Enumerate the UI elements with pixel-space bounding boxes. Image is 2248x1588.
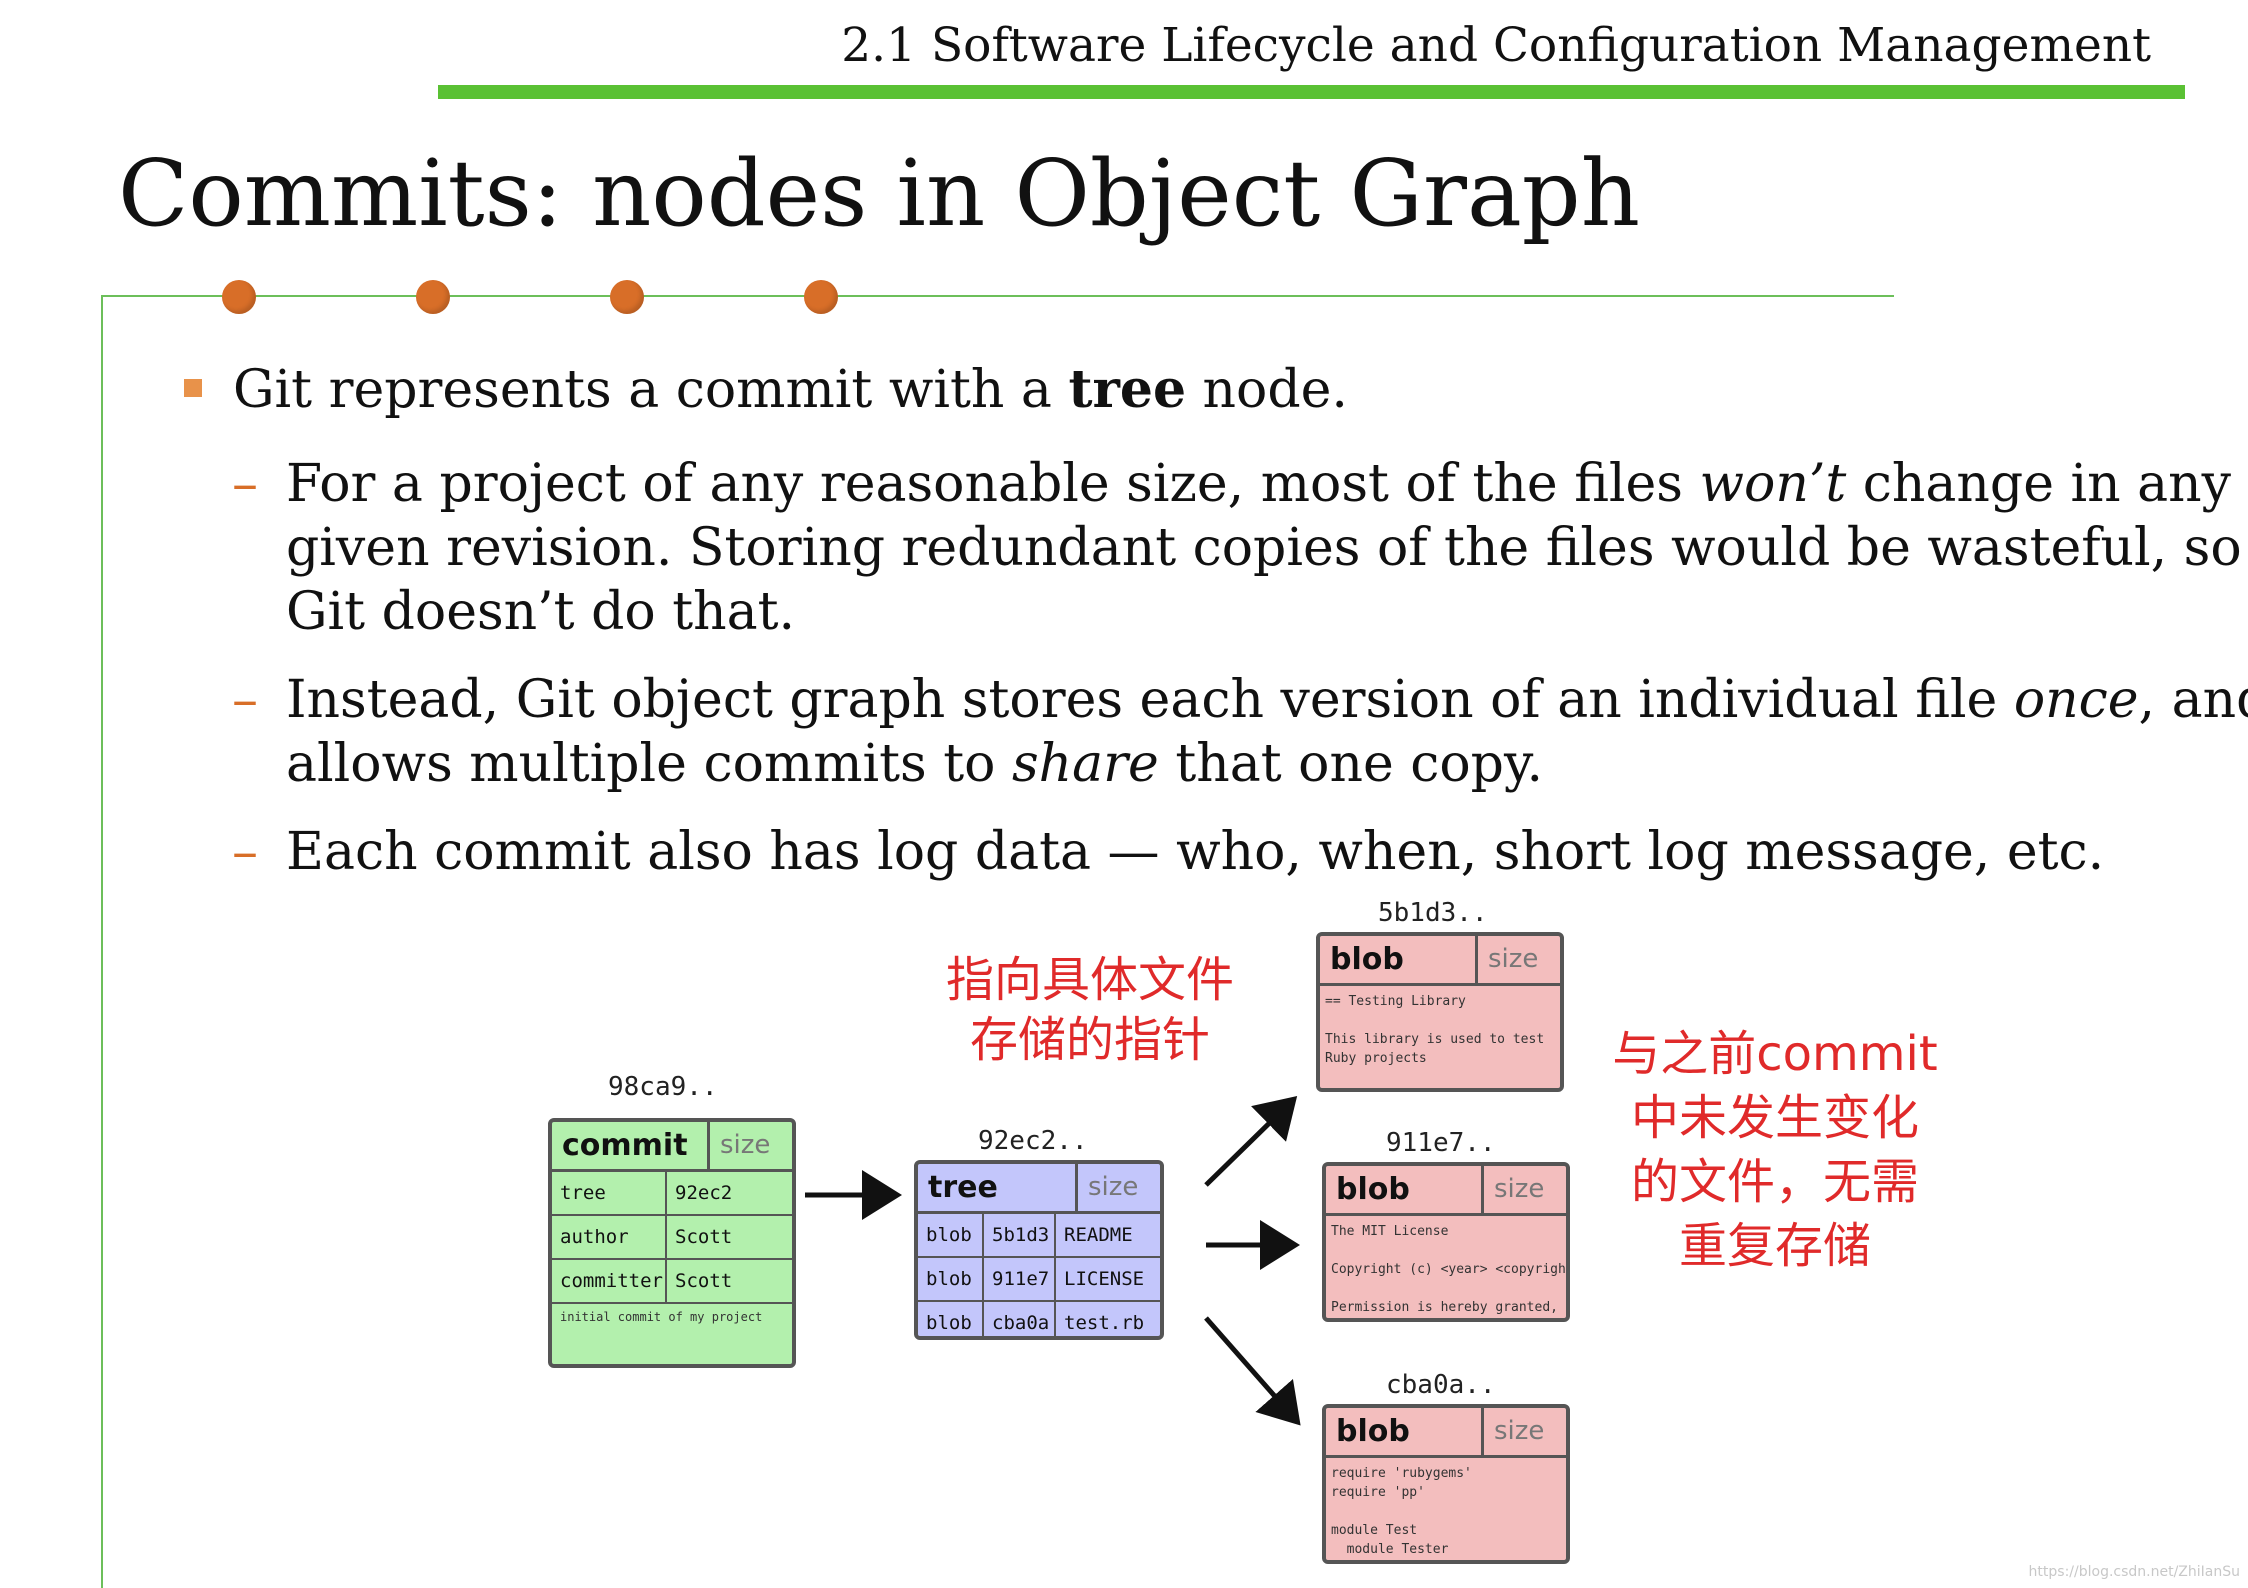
tree-filename: README [1064,1224,1133,1246]
decor-dot [222,280,256,314]
tree-header: tree size [918,1164,1160,1214]
blob-size: size [1494,1174,1545,1204]
tree-id: 92ec2.. [978,1126,1088,1156]
text-run-italic: share [1012,734,1159,794]
decor-dot [610,280,644,314]
dash-marker: – [232,670,258,730]
watermark: https://blog.csdn.net/ZhiIanSu [2028,1564,2240,1580]
text-run-italic: won’t [1699,454,1847,514]
blob-kind: blob [1326,1408,1484,1455]
commit-row: tree 92ec2 [552,1172,792,1216]
bullet-text-bold: tree [1068,359,1187,420]
commit-id: 98ca9.. [608,1072,718,1102]
blob-kind: blob [1320,936,1478,983]
content-frame-top [101,295,1894,297]
text-run-italic: once [2013,670,2139,730]
tree-size: size [1088,1172,1139,1202]
tree-type: blob [918,1258,984,1300]
blob-kind: blob [1326,1166,1484,1213]
tree-type: blob [918,1214,984,1256]
bullet-text: Git represents a commit with a tree node… [233,358,1348,422]
annotation-line: 指向具体文件 [945,952,1234,1008]
annotation-line: 存储的指针 [969,1012,1210,1068]
commit-field: author [552,1216,667,1258]
bullet-text-post: node. [1186,360,1348,420]
commit-value: Scott [675,1270,733,1292]
tree-filename: LICENSE [1064,1268,1145,1290]
tree-row: blob 5b1d3 README [918,1214,1160,1258]
annotation-line: 中未发生变化 [1630,1090,1919,1146]
tree-type: blob [918,1302,984,1336]
commit-header: commit size [552,1122,792,1172]
commit-field: tree [552,1172,667,1214]
commit-row: author Scott [552,1216,792,1260]
commit-kind: commit [552,1122,710,1169]
commit-object: commit size tree 92ec2 author Scott comm… [548,1118,796,1368]
annotation-unchanged: 与之前commit 中未发生变化 的文件，无需 重复存储 [1600,1022,1950,1278]
decor-dot [416,280,450,314]
content-frame-left [101,295,103,1588]
text-run: allows multiple commits to [286,734,1012,794]
blob-id: cba0a.. [1386,1370,1496,1400]
blob-size: size [1494,1416,1545,1446]
tree-hash: cba0a [984,1302,1056,1336]
section-header: 2.1 Software Lifecycle and Configuration… [841,18,2151,73]
blob-id: 911e7.. [1386,1128,1496,1158]
text-run: Instead, Git object graph stores each ve… [286,670,2014,730]
annotation-line: 的文件，无需 [1630,1154,1919,1210]
subbullet-2-line-1: Instead, Git object graph stores each ve… [286,668,2248,732]
subbullet-1-line-2: given revision. Storing redundant copies… [286,518,2242,578]
subbullet-2-line-2: allows multiple commits to share that on… [286,732,1543,796]
commit-row: committer Scott [552,1260,792,1304]
decor-dot [804,280,838,314]
commit-value: 92ec2 [675,1182,733,1204]
blob-header: blob size [1326,1408,1566,1458]
text-run: , and [2138,670,2248,730]
text-run: For a project of any reasonable size, mo… [286,454,1700,514]
blob-header: blob size [1320,936,1560,986]
tree-filename: test.rb [1064,1312,1145,1334]
commit-value: Scott [675,1226,733,1248]
blob-id: 5b1d3.. [1378,898,1488,928]
blob-content: == Testing Library This library is used … [1325,994,1545,1066]
commit-message: initial commit of my project [560,1310,763,1324]
blob-content: The MIT License Copyright (c) <year> <co… [1331,1224,1570,1315]
blob-header: blob size [1326,1166,1566,1216]
blob-content: require 'rubygems' require 'pp' module T… [1331,1466,1472,1557]
arrow-tree-to-blob-1 [1204,1096,1298,1187]
tree-hash: 911e7 [984,1258,1056,1300]
dash-marker: – [232,822,258,882]
tree-row: blob 911e7 LICENSE [918,1258,1160,1302]
blob-size: size [1488,944,1539,974]
dash-marker: – [232,454,258,514]
blob-object: blob size require 'rubygems' require 'pp… [1322,1404,1570,1564]
tree-row: blob cba0a test.rb [918,1302,1160,1336]
slide-title: Commits: nodes in Object Graph [118,140,1640,247]
annotation-pointer: 指向具体文件 存储的指针 [930,950,1250,1070]
header-rule [438,85,2185,99]
text-run: that one copy. [1158,734,1543,794]
bullet-text-pre: Git represents a commit with a [233,360,1069,420]
tree-object: tree size blob 5b1d3 README blob 911e7 L… [914,1160,1164,1340]
subbullet-1-line-1: For a project of any reasonable size, mo… [286,452,2231,516]
blob-object: blob size == Testing Library This librar… [1316,932,1564,1092]
annotation-line: 重复存储 [1678,1218,1871,1274]
tree-kind: tree [918,1164,1078,1211]
arrow-tree-to-blob-3 [1204,1316,1301,1426]
text-run: change in any [1846,454,2232,514]
subbullet-3-line-1: Each commit also has log data — who, whe… [286,822,2105,882]
subbullet-1-line-3: Git doesn’t do that. [286,582,796,642]
blob-object: blob size The MIT License Copyright (c) … [1322,1162,1570,1322]
commit-field: committer [552,1260,667,1302]
commit-size: size [720,1130,771,1160]
bullet-marker [184,379,202,397]
annotation-line: 与之前commit [1612,1026,1938,1082]
tree-hash: 5b1d3 [984,1214,1056,1256]
